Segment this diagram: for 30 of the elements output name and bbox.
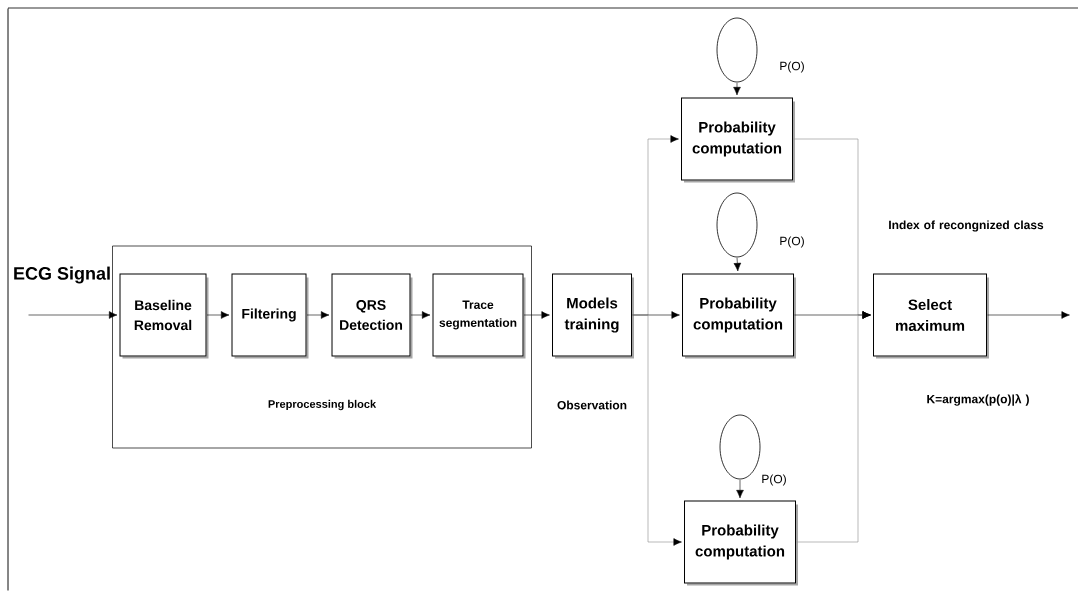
arrow	[306, 311, 330, 319]
signal-label: ECG Signal	[14, 266, 110, 284]
arrow	[733, 257, 742, 272]
arrow	[733, 82, 741, 96]
arrow	[28, 311, 118, 319]
process-box: QRS Detection	[331, 273, 413, 359]
arrow	[410, 311, 431, 319]
arrow	[632, 314, 682, 546]
process-box: Probability computation	[682, 273, 796, 359]
annotation: P(O)	[780, 61, 804, 73]
process-box: Probability computation	[684, 500, 798, 586]
annotation: P(O)	[780, 236, 804, 248]
circle	[716, 192, 758, 258]
annotation: K=argmax(p(o)|λ )	[927, 394, 1029, 406]
circle	[716, 17, 758, 83]
annotation: Observation	[557, 400, 627, 410]
arrow	[796, 311, 871, 543]
circle	[719, 414, 761, 480]
process-box: Trace segmentation	[432, 273, 526, 359]
process-box: Models training	[552, 273, 634, 359]
process-box: Baseline Removal	[119, 273, 209, 359]
annotation: P(O)	[762, 474, 786, 486]
arrow	[987, 311, 1070, 319]
arrow	[206, 311, 230, 319]
arrow	[523, 311, 550, 319]
process-box: Select maximum	[873, 273, 989, 359]
process-box: Probability computation	[681, 97, 795, 183]
arrow	[736, 479, 744, 499]
annotation: Index of recongnized class	[889, 220, 1044, 232]
process-box: Filtering	[231, 273, 309, 359]
